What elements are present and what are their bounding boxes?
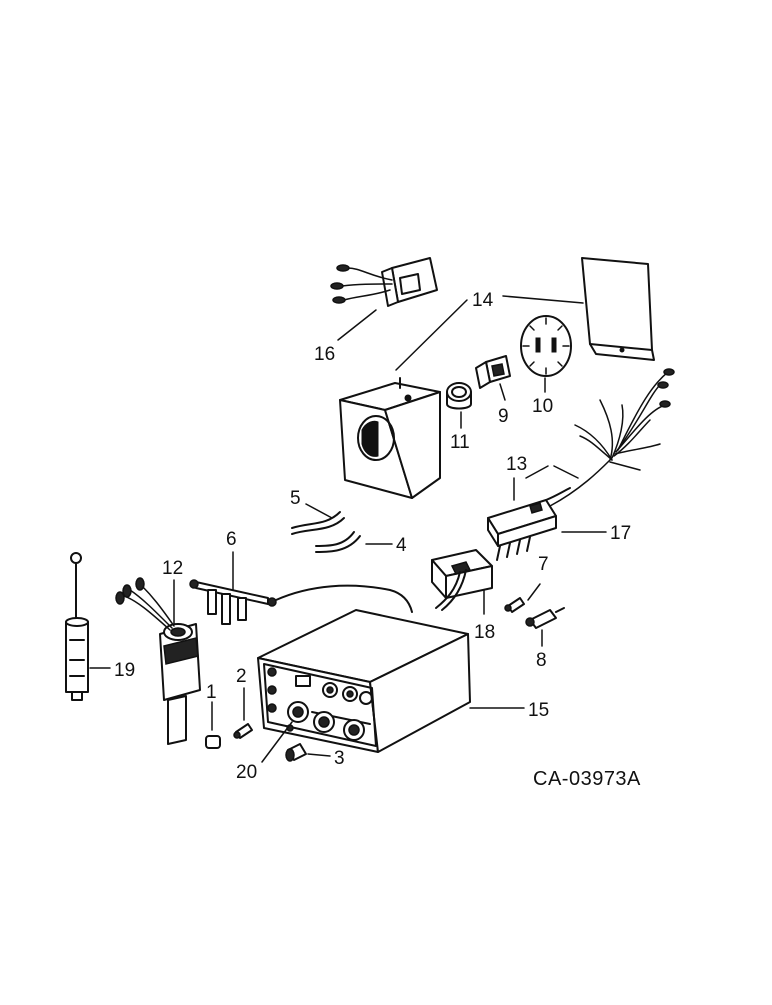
callout-5: 5 <box>290 488 301 509</box>
part-19-probe <box>65 552 111 701</box>
part-6-plug <box>189 551 413 625</box>
part-11-bushing <box>446 382 472 429</box>
callout-17: 17 <box>610 523 631 544</box>
callout-19: 19 <box>114 660 135 681</box>
part-2-bolt <box>233 687 253 739</box>
part-4-hose <box>315 531 393 553</box>
callout-18: 18 <box>474 622 495 643</box>
part-5-hose <box>291 503 345 535</box>
part-13-wiring-harness <box>487 368 675 561</box>
callout-15: 15 <box>528 700 549 721</box>
callout-8: 8 <box>536 650 547 671</box>
part-14-housing <box>339 257 655 499</box>
callout-14: 14 <box>472 290 494 311</box>
part-9-clip <box>475 355 511 401</box>
reference-code: CA-03973A <box>533 768 641 790</box>
callout-10: 10 <box>532 396 553 417</box>
leader-14a <box>395 299 468 371</box>
leader-16 <box>337 309 377 341</box>
callout-11: 11 <box>450 432 470 453</box>
part-7-fitting <box>504 583 541 613</box>
part-1-cap <box>205 701 221 749</box>
part-8-fitting <box>525 607 565 647</box>
callout-3: 3 <box>334 748 345 769</box>
callout-12: 12 <box>162 558 183 579</box>
leader-20 <box>261 721 293 763</box>
callout-6: 6 <box>226 529 237 550</box>
callout-7: 7 <box>538 554 549 575</box>
part-16-relay <box>330 257 438 341</box>
part-12-switch <box>115 577 201 745</box>
callout-20: 20 <box>236 762 257 783</box>
part-10-gauge <box>520 315 572 393</box>
part-15-console <box>257 609 525 753</box>
leader-14b <box>502 295 584 304</box>
callout-9: 9 <box>498 406 509 427</box>
callout-1: 1 <box>206 682 217 703</box>
callout-16: 16 <box>314 344 335 365</box>
part-18-junction-box <box>431 549 493 615</box>
callout-13: 13 <box>506 454 527 475</box>
callout-4: 4 <box>396 535 407 556</box>
part-3-knob <box>285 743 331 762</box>
callout-2: 2 <box>236 666 247 687</box>
